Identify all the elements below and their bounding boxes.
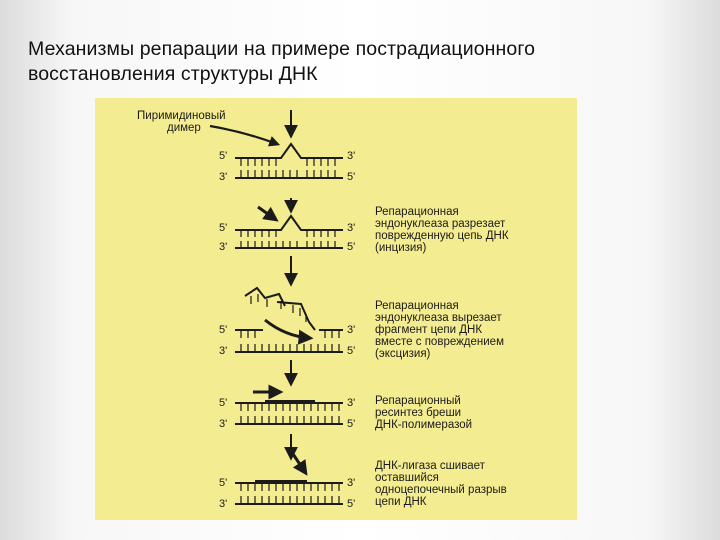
step-excision: 5' 3' 3' 5' — [219, 286, 355, 357]
step-ligation: 5' 3' 3' 5' — [219, 453, 355, 510]
dimer-label-line-1: Пиримидиновый — [137, 110, 226, 122]
step-incision-text-1: Репарационная — [375, 206, 459, 218]
end-5-top: 5' — [219, 222, 227, 234]
step-excision-text-5: (эксцизия) — [375, 348, 431, 360]
end-5-bottom: 5' — [347, 418, 355, 430]
end-3-bottom: 3' — [219, 345, 227, 357]
fragment-bases — [250, 294, 307, 322]
title-line-2: восстановления структуры ДНК — [28, 63, 318, 85]
step-excision-text-3: фрагмент цепи ДНК — [375, 324, 482, 336]
end-5-bottom: 5' — [347, 345, 355, 357]
end-3-top: 3' — [347, 222, 355, 234]
end-3-top: 3' — [347, 150, 355, 162]
step-resynthesis-text-1: Репарационный — [375, 395, 461, 407]
step-excision-text-1: Репарационная — [375, 300, 459, 312]
excision-arrow — [264, 318, 314, 345]
title-line-1: Механизмы репарации на примере пострадиа… — [28, 38, 536, 60]
step-incision: 5' 3' 3' 5' — [219, 198, 355, 253]
step-incision-text-3: поврежденную цепь ДНК — [375, 230, 509, 242]
dimer-pointer-arrow — [209, 124, 281, 147]
step-resynthesis-text-3: ДНК-полимеразой — [375, 419, 472, 431]
step-excision-text-2: эндонуклеаза вырезает — [375, 312, 502, 324]
base-pairs — [240, 484, 340, 503]
top-strand-nicked — [235, 214, 343, 231]
endonuclease-arrow — [257, 205, 279, 222]
step-resynthesis: 5' 3' 3' 5' — [219, 384, 355, 430]
end-3-top: 3' — [347, 324, 355, 336]
step-excision-text-4: вместе с повреждением — [375, 336, 504, 348]
end-5-top: 5' — [219, 477, 227, 489]
end-3-bottom: 3' — [219, 171, 227, 183]
step-ligation-text-2: оставшийся — [375, 472, 439, 484]
end-5-bottom: 5' — [347, 498, 355, 510]
repair-diagram-panel: Пиримидиновый димер 5' 3' 3' 5' 5' 3' 3'… — [95, 98, 577, 520]
dimer-label-line-2: димер — [167, 122, 201, 134]
top-strand — [235, 142, 343, 159]
end-3-bottom: 3' — [219, 498, 227, 510]
end-5-bottom: 5' — [347, 171, 355, 183]
end-5-bottom: 5' — [347, 241, 355, 253]
step-ligation-text-4: цепи ДНК — [375, 496, 427, 508]
end-3-top: 3' — [347, 397, 355, 409]
end-3-top: 3' — [347, 477, 355, 489]
end-5-top: 5' — [219, 150, 227, 162]
base-pairs — [240, 231, 336, 247]
ligase-arrow — [291, 453, 308, 476]
slide-title: Механизмы репарации на примере пострадиа… — [28, 37, 708, 87]
step-incision-text-4: (инцизия) — [375, 242, 427, 254]
end-5-top: 5' — [219, 397, 227, 409]
end-3-bottom: 3' — [219, 418, 227, 430]
step-damage: 5' 3' 3' 5' — [219, 142, 355, 183]
base-pairs — [240, 404, 340, 423]
repair-diagram: Пиримидиновый димер 5' 3' 3' 5' 5' 3' 3'… — [137, 110, 509, 510]
base-pairs — [240, 159, 336, 177]
step-incision-text-2: эндонуклеаза разрезает — [375, 218, 506, 230]
step-ligation-text-1: ДНК-лигаза сшивает — [375, 460, 486, 472]
excised-fragment — [244, 286, 316, 331]
end-3-bottom: 3' — [219, 241, 227, 253]
step-resynthesis-text-2: ресинтез бреши — [375, 407, 461, 419]
step-ligation-text-3: одноцепочечный разрыв — [375, 484, 507, 496]
end-5-top: 5' — [219, 324, 227, 336]
base-pairs — [240, 331, 340, 351]
